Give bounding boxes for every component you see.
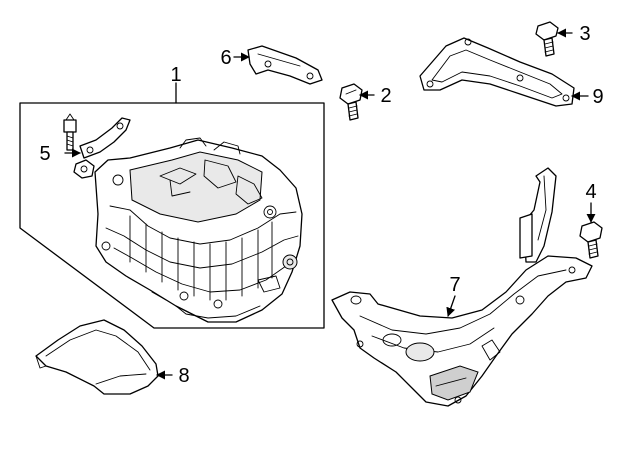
inverter-housing	[94, 137, 303, 323]
callout-3: 3	[579, 23, 590, 45]
bolt-3	[535, 21, 559, 57]
cover-plate-9	[419, 37, 575, 107]
inverter-assembly-frame	[19, 82, 325, 329]
callout-9: 9	[592, 86, 603, 108]
bolt-2	[339, 83, 363, 121]
bracket-bolt-5	[63, 113, 77, 151]
leader-7	[446, 295, 456, 317]
callout-7: 7	[449, 274, 460, 296]
bracket-6	[247, 45, 323, 85]
callout-1: 1	[170, 64, 181, 86]
bracket-5	[79, 117, 131, 159]
callout-8: 8	[178, 365, 189, 387]
mount-bracket-7	[331, 167, 593, 407]
callout-2: 2	[380, 85, 391, 107]
callout-labels: 1 2 3 4 5 6 7 8 9	[39, 23, 603, 387]
cover-8	[35, 319, 159, 395]
callout-5: 5	[39, 143, 50, 165]
callout-6: 6	[220, 47, 231, 69]
leader-lines	[64, 28, 596, 380]
bolt-4	[579, 221, 603, 259]
nut-5	[73, 159, 95, 179]
callout-4: 4	[585, 181, 596, 203]
